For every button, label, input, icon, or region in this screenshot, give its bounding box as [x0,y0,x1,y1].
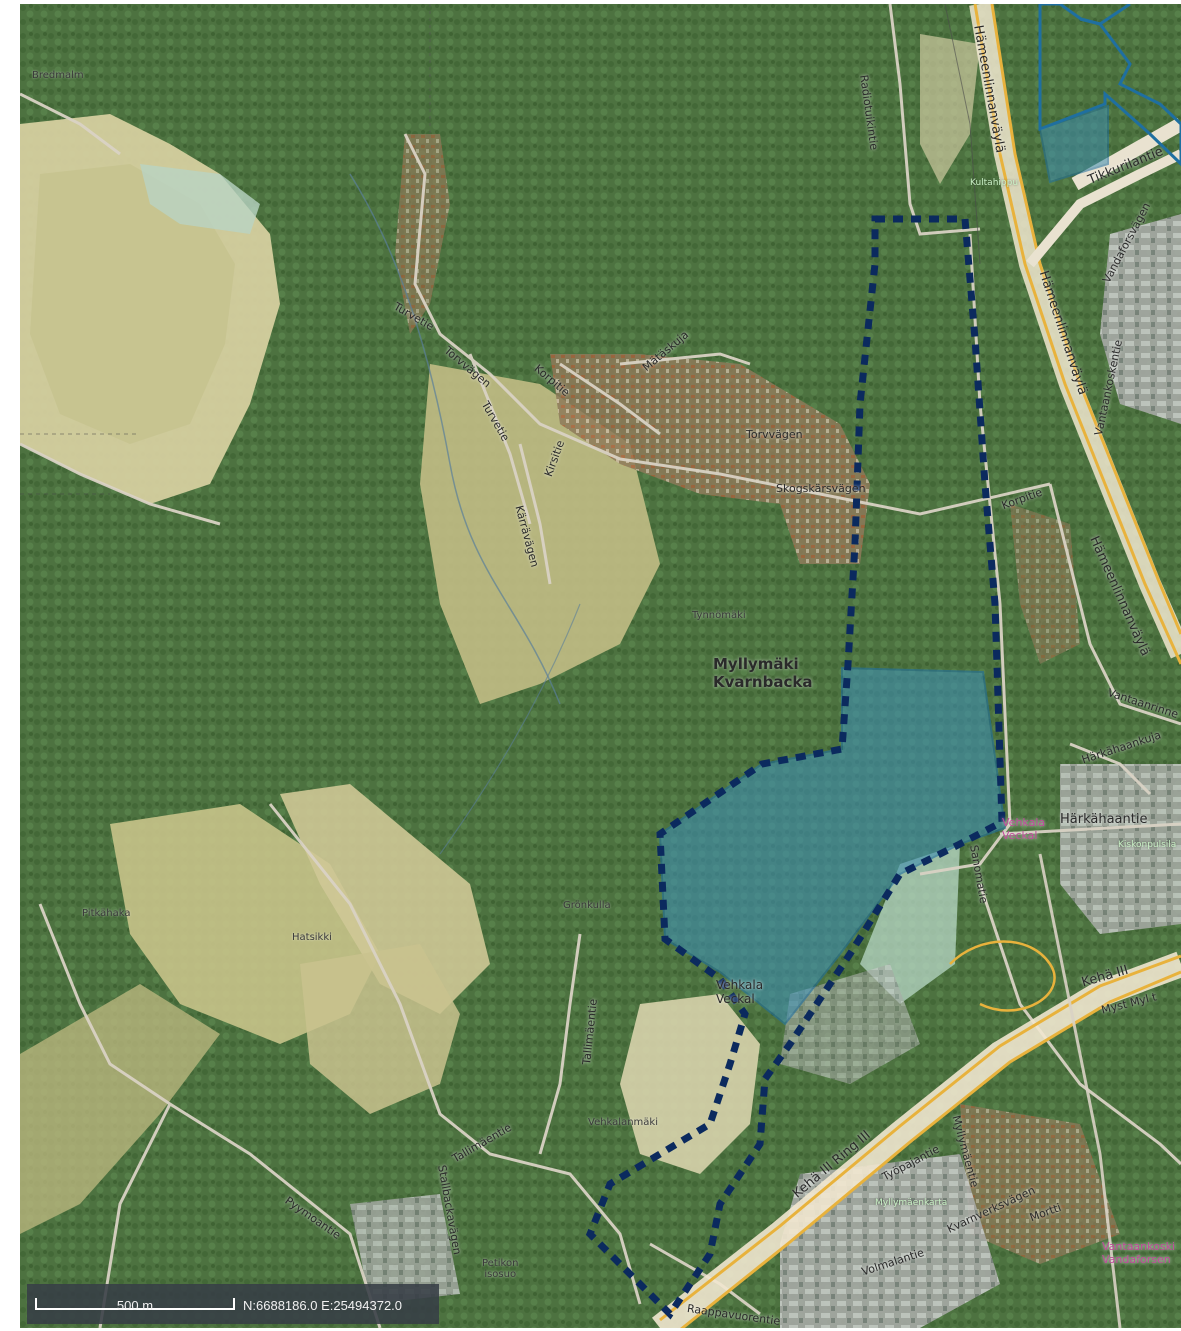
station-label-vehkala-east: Vehkala Veckal [1002,816,1045,842]
quarry-inner [30,164,235,444]
industrial-sw [350,1194,460,1304]
district-name-fi: Myllymäki [713,655,799,673]
aerial-map[interactable]: Myllymäki Kvarnbacka Vehkala Veckal Vehk… [20,4,1181,1328]
place-vehkalanmaki: Vehkalanmäki [588,1117,658,1128]
landfill-pond [140,164,260,234]
light-area-east [860,844,960,1004]
station-east-sv: Veckal [1002,829,1038,842]
station-east-fi: Vehkala [1002,816,1046,829]
field-south-center [300,944,460,1114]
road-harkahaantie: Härkähaantie [1060,812,1148,827]
study-area-boundary [585,215,1006,1320]
stream-2 [439,603,581,855]
scale-bar: 500 m N:6688186.0 E:25494372.0 [27,1284,439,1324]
station-label-vehkala: Vehkala Veckal [716,978,763,1006]
place-bredmalm: Bredmalm [32,70,84,81]
planning-area-north-east [1038,4,1181,167]
residential-torvi [395,134,450,334]
industrial-vehkala [780,964,920,1084]
planning-area-north-east-fill [1038,104,1109,184]
scale-distance: 500 m [116,1298,154,1313]
field-south [280,784,490,1014]
residential-south-east [960,1104,1120,1264]
motorways [651,4,1181,1328]
district-label: Myllymäki Kvarnbacka [713,655,812,691]
map-base-layer [20,4,1181,1328]
stream [349,173,561,705]
place-petikon-isosuo: Petikon isosuo [482,1258,519,1280]
industrial-harkahaka [1060,764,1181,934]
place-vantaankoski: Vantaankoski Vandaforsen [1102,1240,1176,1266]
place-tynnomaki: Tynnömäki [692,610,746,621]
industrial-north-east [1100,214,1181,424]
place-pitkahaka: Pitkähaka [82,908,131,919]
scale-line [35,1298,235,1310]
road-torvvagen: Torvvägen [746,428,803,441]
place-myllymaenkarta: Myllymäenkarta [875,1198,948,1208]
railway [944,4,981,265]
residential-korpi [550,354,870,564]
residential-east [1010,504,1080,664]
place-kultahippu: Kultahippu [970,178,1019,188]
planning-boundary-north-east-line [1079,4,1131,26]
place-gronkulla: Grönkulla [563,900,611,911]
minor-roads [20,4,1181,1328]
place-hatsikki: Hatsikki [292,932,332,943]
coordinate-readout: N:6688186.0 E:25494372.0 [243,1298,403,1313]
field-sw-strip [20,984,220,1234]
place-kiskonpulsila: Kiskonpulsila [1118,840,1177,850]
road-skogskarsvagen: Skogskärsvägen [776,482,866,495]
open-area-north-east [920,34,980,184]
station-name-fi: Vehkala [716,978,764,992]
gravel-pit [620,994,760,1174]
district-name-sv: Kvarnbacka [713,673,813,691]
station-name-sv: Veckal [716,992,755,1006]
